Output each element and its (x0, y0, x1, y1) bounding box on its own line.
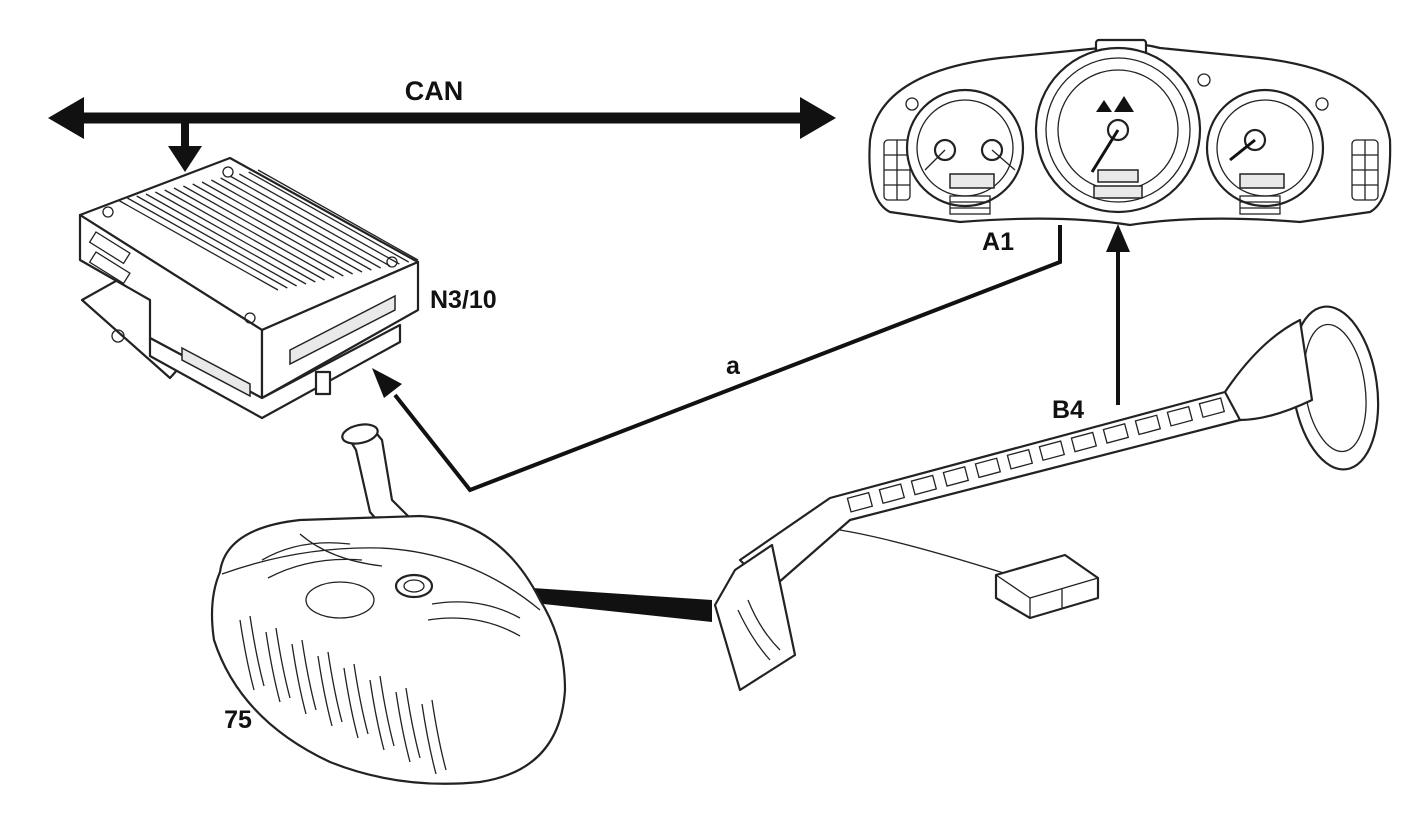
can-bus-arrow (48, 97, 836, 172)
tank-label: 75 (224, 706, 252, 734)
fuel-level-sensor-icon (713, 305, 1380, 692)
sensor-signal-arrow (1106, 224, 1130, 405)
signal-line-label: a (726, 352, 741, 380)
instrument-cluster-icon (868, 38, 1392, 227)
can-bus-label: CAN (405, 76, 464, 106)
fuel-tank-icon (210, 423, 567, 785)
signal-line-a (372, 225, 1062, 493)
engine-control-module-icon (78, 156, 420, 420)
control-unit-label: N3/10 (430, 286, 497, 314)
instrument-cluster-label: A1 (982, 228, 1014, 256)
sensor-label: B4 (1052, 396, 1084, 424)
